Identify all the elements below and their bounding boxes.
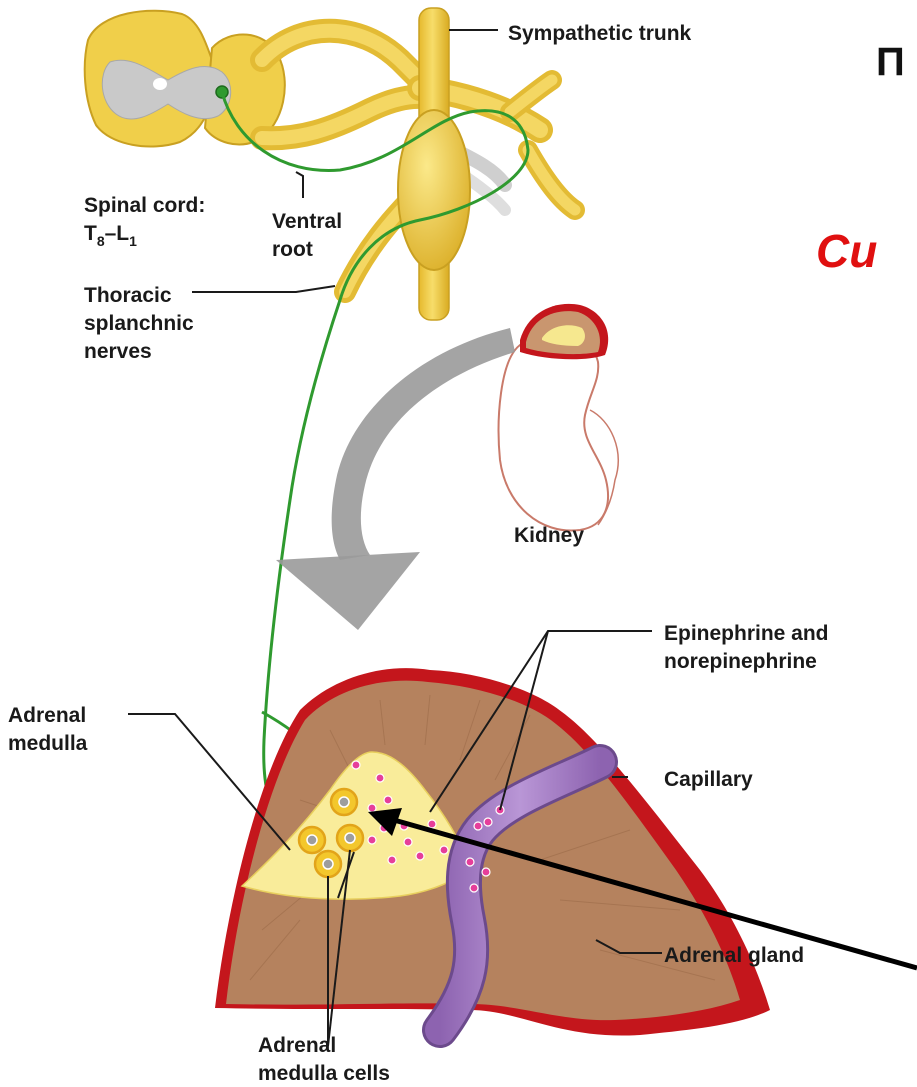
- label-ventral-root-2: root: [272, 238, 313, 261]
- label-spinal-L-sub: 1: [129, 233, 137, 249]
- label-adrenal-medulla-1: Adrenal: [8, 704, 86, 727]
- label-capillary: Capillary: [664, 768, 753, 791]
- label-thoracic-2: splanchnic: [84, 312, 194, 335]
- label-ventral-root-1: Ventral: [272, 210, 342, 233]
- label-thoracic-1: Thoracic: [84, 284, 172, 307]
- label-spinal-dash: –L: [105, 222, 130, 245]
- kidney-illustration: [499, 304, 619, 531]
- label-adrenal-medulla-2: medulla: [8, 732, 88, 755]
- label-thoracic-3: nerves: [84, 340, 152, 363]
- slide-subtitle-fragment: Си: [816, 224, 877, 278]
- label-spinal-T-sub: 8: [97, 233, 105, 249]
- label-kidney: Kidney: [514, 524, 584, 547]
- label-adrenal-cells-2: medulla cells: [258, 1062, 390, 1085]
- label-spinal-cord: Spinal cord:: [84, 194, 205, 217]
- spinal-cord-section: [85, 11, 285, 147]
- zoom-arrow-icon: [276, 328, 515, 630]
- label-epinephrine-1: Epinephrine and: [664, 622, 829, 645]
- label-spinal-T: T: [84, 222, 97, 245]
- label-sympathetic-trunk: Sympathetic trunk: [508, 22, 692, 45]
- label-adrenal-gland: Adrenal gland: [664, 944, 804, 967]
- slide-title-fragment: П: [876, 40, 905, 85]
- label-adrenal-cells-1: Adrenal: [258, 1034, 336, 1057]
- label-spinal-segment: T8–L1: [84, 222, 137, 249]
- label-epinephrine-2: norepinephrine: [664, 650, 817, 673]
- adrenal-gland-section: [215, 668, 770, 1035]
